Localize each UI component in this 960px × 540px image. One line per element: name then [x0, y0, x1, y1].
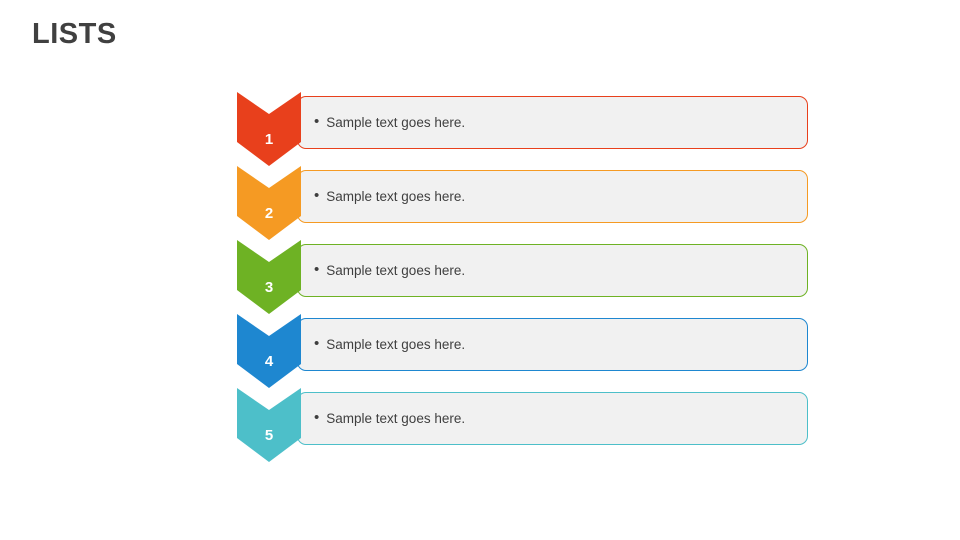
chevron-marker-3[interactable]: 3 [237, 240, 301, 314]
chevron-down-icon [237, 314, 301, 388]
list-item-content: • Sample text goes here. [298, 187, 466, 204]
list-item-label: Sample text goes here. [326, 337, 466, 352]
list-item-content: • Sample text goes here. [298, 113, 466, 130]
bullet-icon: • [314, 409, 320, 426]
list-item-content: • Sample text goes here. [298, 409, 466, 426]
chevron-down-icon [237, 166, 301, 240]
bullet-icon: • [314, 113, 320, 130]
chevron-down-icon [237, 388, 301, 462]
list-item-content: • Sample text goes here. [298, 261, 466, 278]
bullet-icon: • [314, 187, 320, 204]
list-item-label: Sample text goes here. [326, 411, 466, 426]
list-item-label: Sample text goes here. [326, 189, 466, 204]
chevron-marker-2[interactable]: 2 [237, 166, 301, 240]
list-item-text-box[interactable]: • Sample text goes here. [297, 318, 808, 371]
chevron-down-icon [237, 92, 301, 166]
bullet-icon: • [314, 261, 320, 278]
list-item-text-box[interactable]: • Sample text goes here. [297, 392, 808, 445]
list-item-text-box[interactable]: • Sample text goes here. [297, 170, 808, 223]
chevron-down-icon [237, 240, 301, 314]
chevron-marker-1[interactable]: 1 [237, 92, 301, 166]
list-item-label: Sample text goes here. [326, 263, 466, 278]
bullet-icon: • [314, 335, 320, 352]
list-item-label: Sample text goes here. [326, 115, 466, 130]
list-item-content: • Sample text goes here. [298, 335, 466, 352]
list-item-text-box[interactable]: • Sample text goes here. [297, 244, 808, 297]
chevron-marker-4[interactable]: 4 [237, 314, 301, 388]
list-item-text-box[interactable]: • Sample text goes here. [297, 96, 808, 149]
chevron-marker-5[interactable]: 5 [237, 388, 301, 462]
page-title: LISTS [32, 18, 117, 50]
